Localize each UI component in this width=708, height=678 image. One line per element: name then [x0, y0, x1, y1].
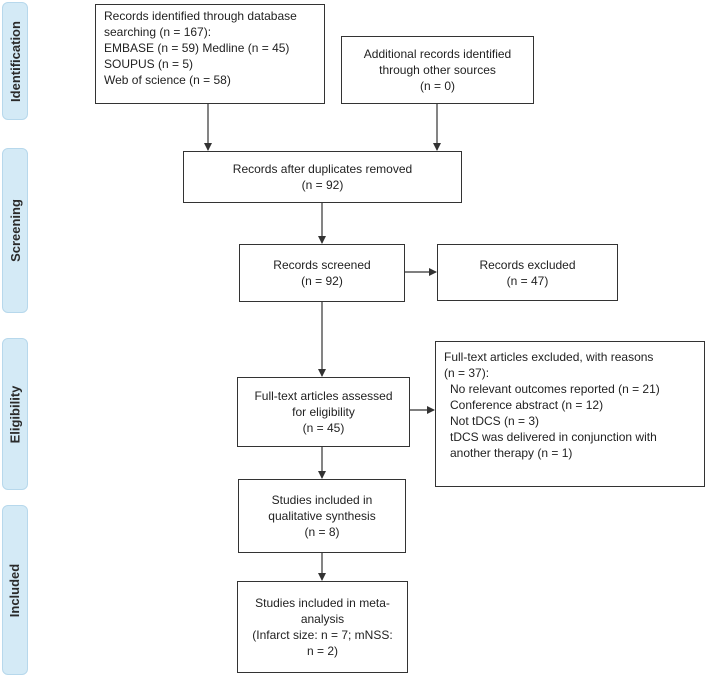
phase-eligibility: Eligibility — [2, 338, 28, 490]
meta-analysis-line: n = 2) — [306, 644, 339, 658]
qualitative-synthesis-line: Studies included in — [271, 493, 373, 507]
fulltext-excluded-reason: Not tDCS (n = 3) — [450, 414, 540, 428]
phase-screening: Screening — [2, 148, 28, 313]
database-records-line: Records identified through database — [104, 9, 297, 23]
phase-included: Included — [2, 505, 28, 675]
fulltext-excluded-line: (n = 37): — [444, 366, 490, 380]
after-duplicates-box: Records after duplicates removed (n = 92… — [183, 151, 462, 203]
after-duplicates-line: Records after duplicates removed — [232, 162, 413, 176]
fulltext-excluded-box: Full-text articles excluded, with reason… — [435, 341, 705, 487]
meta-analysis-line: analysis — [300, 612, 345, 626]
fulltext-excluded-reason: another therapy (n = 1) — [450, 446, 573, 460]
records-screened-line: (n = 92) — [301, 274, 343, 288]
fulltext-excluded-line: Full-text articles excluded, with reason… — [444, 350, 654, 364]
database-records-line: Web of science (n = 58) — [104, 73, 231, 87]
qualitative-synthesis-box: Studies included in qualitative synthesi… — [238, 479, 406, 553]
meta-analysis-box: Studies included in meta- analysis (Infa… — [237, 581, 408, 673]
fulltext-assessed-box: Full-text articles assessed for eligibil… — [237, 377, 410, 447]
fulltext-assessed-line: Full-text articles assessed — [254, 389, 393, 403]
fulltext-assessed-line: (n = 45) — [302, 421, 345, 435]
additional-records-line: through other sources — [379, 63, 496, 77]
records-screened-box: Records screened (n = 92) — [239, 244, 405, 302]
after-duplicates-line: (n = 92) — [301, 178, 344, 192]
fulltext-excluded-reason: Conference abstract (n = 12) — [450, 398, 604, 412]
additional-records-line: (n = 0) — [419, 79, 455, 93]
qualitative-synthesis-line: qualitative synthesis — [268, 509, 376, 523]
records-excluded-line: (n = 47) — [506, 273, 549, 288]
records-excluded-box: Records excluded (n = 47) — [437, 244, 618, 301]
meta-analysis-line: Studies included in meta- — [255, 596, 390, 610]
qualitative-synthesis-line: (n = 8) — [304, 525, 340, 539]
records-excluded-line: Records excluded — [479, 257, 576, 272]
fulltext-excluded-reason: No relevant outcomes reported (n = 21) — [450, 382, 660, 396]
database-records-box: Records identified through database sear… — [95, 4, 325, 104]
fulltext-assessed-line: for eligibility — [292, 405, 355, 419]
records-screened-line: Records screened — [273, 258, 371, 272]
database-records-line: searching (n = 167): — [104, 25, 212, 39]
fulltext-excluded-reason: tDCS was delivered in conjunction with — [450, 430, 657, 444]
meta-analysis-line: (Infarct size: n = 7; mNSS: — [252, 628, 393, 642]
additional-records-box: Additional records identified through ot… — [341, 36, 534, 104]
phase-identification: Identification — [2, 2, 28, 120]
additional-records-line: Additional records identified — [363, 47, 512, 61]
database-records-line: EMBASE (n = 59) Medline (n = 45) — [104, 41, 290, 55]
database-records-line: SOUPUS (n = 5) — [104, 57, 194, 71]
